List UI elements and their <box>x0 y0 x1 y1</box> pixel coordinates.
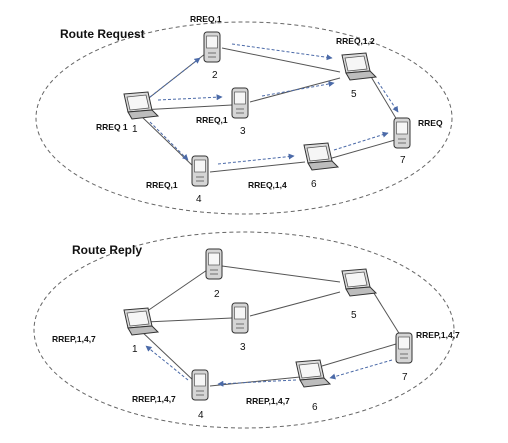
link-6-7 <box>324 139 396 161</box>
panel-title: Route Request <box>60 27 145 41</box>
message-label: RREP,1,4,7 <box>52 334 96 344</box>
msg-arrow-6-4 <box>217 379 297 387</box>
panel-route-request: Route Request <box>35 14 453 215</box>
panel-route-reply: Route Reply 1 2 3 <box>33 231 460 429</box>
node-number: 5 <box>351 310 357 321</box>
link-2-5 <box>221 47 341 73</box>
message-label: RREQ,1 <box>196 115 228 125</box>
link-3-5 <box>249 291 341 317</box>
msg-arrow-1-4 <box>149 121 189 161</box>
links <box>139 265 403 387</box>
nodes <box>123 248 413 401</box>
msg-arrow-4-1 <box>145 345 189 381</box>
phone-node-2 <box>205 248 223 280</box>
network-boundary <box>33 231 455 429</box>
reply-messages <box>145 345 393 387</box>
link-2-5 <box>221 265 341 283</box>
node-number: 7 <box>400 155 406 166</box>
phone-node-7 <box>393 117 411 149</box>
message-label: RREQ,1,4 <box>248 180 287 190</box>
link-1-4 <box>139 114 196 169</box>
message-label: RREQ <box>418 118 443 128</box>
node-number: 2 <box>212 70 218 81</box>
message-label: RREP,1,4,7 <box>416 330 460 340</box>
laptop-node-5 <box>341 52 377 81</box>
message-label: RREQ 1 <box>96 122 128 132</box>
message-labels: RREQ,1 RREQ,1,2 RREQ 1 RREQ,1 RREQ RREQ,… <box>96 14 443 190</box>
phone-node-4 <box>191 369 209 401</box>
node-number: 2 <box>214 289 220 300</box>
request-messages <box>149 43 399 165</box>
msg-arrow-1-2 <box>149 57 201 98</box>
laptop-node-6 <box>295 359 331 388</box>
node-number: 4 <box>198 410 204 421</box>
network-boundary <box>35 21 453 215</box>
node-number: 4 <box>196 194 202 205</box>
phone-node-4 <box>191 155 209 187</box>
node-number: 6 <box>312 402 318 413</box>
link-1-3 <box>145 317 233 323</box>
node-number: 6 <box>311 179 317 190</box>
message-labels: RREP,1,4,7 RREP,1,4,7 RREP,1,4,7 RREP,1,… <box>52 330 460 406</box>
link-5-7 <box>371 289 403 339</box>
msg-arrow-7-6 <box>329 359 393 380</box>
link-6-7 <box>321 343 397 367</box>
link-4-6 <box>209 161 306 173</box>
msg-arrow-1-3 <box>157 94 223 101</box>
phone-node-3 <box>231 87 249 119</box>
node-number: 7 <box>402 372 408 383</box>
link-1-2 <box>139 267 211 317</box>
panel-title: Route Reply <box>72 243 142 257</box>
link-1-3 <box>139 104 233 111</box>
node-numbers: 1 2 3 4 5 6 7 <box>132 70 406 205</box>
phone-node-2 <box>203 31 221 63</box>
message-label: RREQ,1,2 <box>336 36 375 46</box>
msg-arrow-2-5 <box>231 43 333 61</box>
link-5-7 <box>369 74 401 126</box>
laptop-node-5 <box>341 268 377 297</box>
node-number: 5 <box>351 89 357 100</box>
msg-arrow-5-7 <box>377 81 399 113</box>
node-numbers: 1 2 3 4 5 6 7 <box>132 289 408 421</box>
phone-node-7 <box>395 332 413 364</box>
phone-node-3 <box>231 302 249 334</box>
node-number: 1 <box>132 344 138 355</box>
message-label: RREQ,1 <box>190 14 222 24</box>
msg-arrow-3-5 <box>261 81 335 97</box>
message-label: RREP,1,4,7 <box>246 396 290 406</box>
msg-arrow-6-7 <box>333 131 389 151</box>
message-label: RREP,1,4,7 <box>132 394 176 404</box>
node-number: 3 <box>240 126 246 137</box>
laptop-node-1 <box>123 91 159 120</box>
laptop-node-6 <box>303 142 339 171</box>
node-number: 1 <box>132 124 138 135</box>
link-4-6 <box>209 376 301 387</box>
link-3-5 <box>249 77 341 103</box>
message-label: RREQ,1 <box>146 180 178 190</box>
msg-arrow-4-6 <box>217 153 295 165</box>
link-1-4 <box>139 329 196 383</box>
node-number: 3 <box>240 342 246 353</box>
